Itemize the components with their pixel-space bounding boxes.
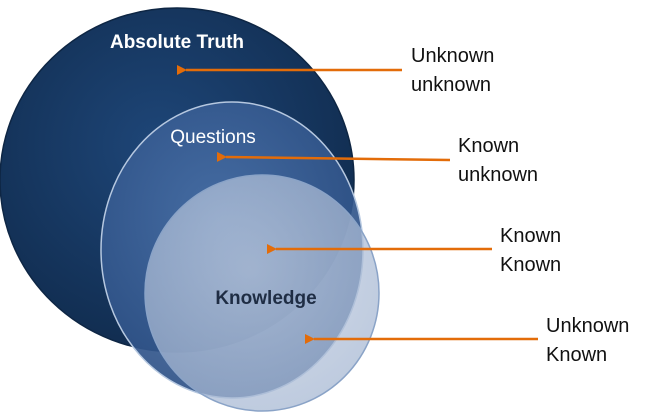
annotation-unknown-unknown-line1: Unknown — [411, 45, 494, 67]
annotation-known-known-line2: Known — [500, 254, 561, 276]
annotation-known-unknown-line2: unknown — [458, 164, 538, 186]
knowledge-label: Knowledge — [215, 288, 316, 309]
annotation-unknown-known-line2: Known — [546, 344, 607, 366]
annotation-known-unknown-line1: Known — [458, 135, 519, 157]
questions-label: Questions — [170, 127, 256, 148]
knowledge-circle — [144, 174, 380, 412]
annotation-unknown-known-line1: Unknown — [546, 315, 629, 337]
annotation-known-known-line1: Known — [500, 225, 561, 247]
absolute-truth-label: Absolute Truth — [110, 32, 244, 53]
annotation-unknown-unknown-line2: unknown — [411, 74, 491, 96]
arrow-known-unknown — [216, 151, 451, 162]
